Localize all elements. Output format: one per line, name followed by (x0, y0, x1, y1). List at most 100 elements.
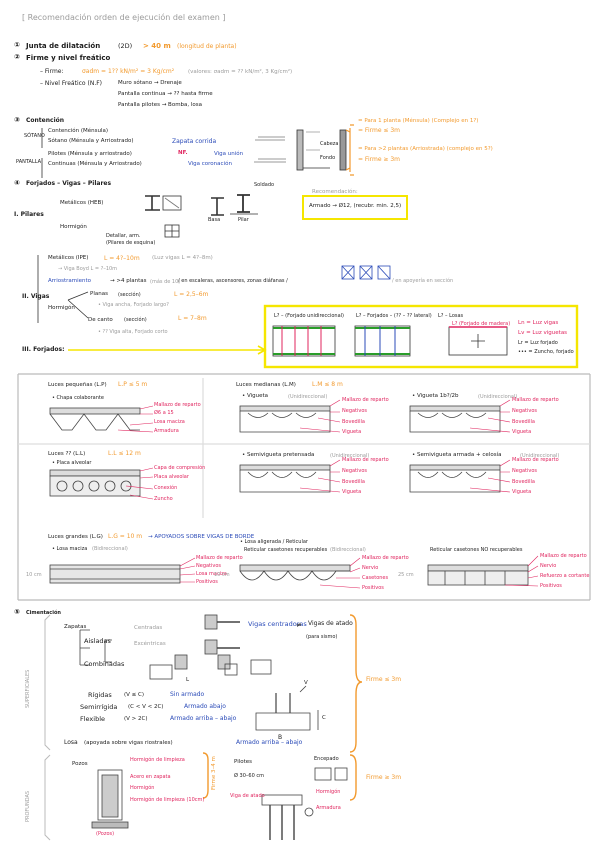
annotation-rr-casetones: Casetones (362, 575, 389, 581)
section1-2d: (2D) (118, 42, 133, 50)
arriostramiento-apoyo: / en apoyería en sección (392, 278, 454, 284)
arriostramiento: Arriostramiento (48, 278, 92, 284)
section6-title: Cimentación (26, 610, 61, 616)
section1-title: Junta de dilatación (26, 42, 101, 50)
legend-luz-vigas: Ln = Luz vigas (518, 320, 559, 326)
forjado-label-4: L? (Forjado de madera) (452, 321, 511, 327)
annotation-rn-cortante: Refuerzo a cortante (540, 573, 590, 579)
sotano-label: SÓTANO (24, 133, 45, 139)
rigidas-cond: (V ≤ C) (124, 692, 144, 698)
annotation-zuncho: Zuncho (154, 496, 173, 502)
page-title: [ Recomendación orden de ejecución del e… (22, 13, 226, 22)
section1-number: ① (14, 41, 20, 49)
vigas-atado-note: (para sismo) (306, 634, 338, 640)
rule-1-firme: = Firme ≤ 3m (358, 127, 401, 134)
forjados-box (263, 304, 579, 369)
annotation-placa: Placa alveolar (154, 474, 189, 480)
losa-maciza-title: • Losa maciza (52, 546, 88, 552)
annotation-v2-negativos: Negativos (512, 408, 538, 414)
reticular-no-recuperable: Reticular casetones NO recuperables (430, 547, 523, 553)
dim-losa: 10 cm (26, 572, 42, 578)
annotation-capa: Capa de compresión (154, 465, 206, 471)
annotation-sa-vigueta: Vigueta (512, 489, 532, 495)
pilotes-diametro: Ø 30–60 cm (234, 773, 264, 779)
arriostramiento-rule: → >4 plantas (110, 278, 147, 284)
forjado-label-3: L? – Losas (438, 313, 464, 319)
aisladas-label: Aisladas (84, 637, 111, 645)
annotation-armadura: Armadura (154, 428, 179, 434)
vigas-canto-note: • ?? Viga alta, Forjado corto (98, 329, 168, 335)
annotation-lm-positivos: Positivos (196, 579, 218, 585)
annotation-rn-nervio: Nervio (540, 563, 557, 569)
zapata-corrida: Zapata corrida (172, 138, 217, 145)
section3-title: Contención (26, 117, 65, 124)
legend-zuncho: ••• = Zuncho, forjado (518, 349, 574, 355)
centradas-label: Centradas (134, 625, 163, 631)
vigas-luz-note: (Luz vigas L = 4?–8m) (152, 255, 213, 261)
section2-number: ② (14, 53, 20, 61)
recommendation-title: Recomendación: (312, 189, 358, 195)
annotation-v1-mallazo: Mallazo de reparto (342, 397, 389, 403)
pilares-metalicos: Metálicos (HEB) (60, 200, 104, 206)
flexible-arm: Armado arriba – abajo (170, 715, 237, 722)
semirrigida-label: Semirrígida (80, 703, 118, 711)
section3-number: ③ (14, 116, 20, 124)
viga-coronacion: Viga coronación (188, 161, 232, 167)
pozos-firme: Firme 3–4 m (211, 756, 217, 790)
pilotes-type: Pilotes (Ménsula y arriostrado) (48, 151, 132, 157)
rule-2-firme: = Firme ≥ 3m (358, 156, 401, 163)
pozo-annotation-2: Acero en zapata (130, 774, 171, 780)
section1-value: > 40 m (143, 42, 171, 50)
vigueta-title: • Vigueta (242, 393, 269, 399)
section1-note: (longitud de planta) (177, 43, 237, 50)
nf-marker: NF. (178, 150, 188, 156)
vigas-canto: De canto (88, 317, 113, 323)
annotation-sp-vigueta: Vigueta (342, 489, 362, 495)
nf-option-3: Pantalla pilotes → Bomba, losa (118, 102, 203, 108)
annotation-v1-bovedilla: Bovedilla (342, 419, 365, 425)
viga-boyd: → Viga Boyd L = ?–10m (58, 266, 118, 272)
rigidez-v: V (304, 680, 308, 686)
rule-2-plantas: = Para >2 plantas (Arriostrada) (complej… (358, 146, 493, 152)
label-basa: Basa (208, 217, 221, 223)
annotation-v1-negativos: Negativos (342, 408, 368, 414)
pozo-annotation-1: Hormigón de limpieza (130, 757, 185, 763)
pilares-title: I. Pilares (14, 211, 44, 218)
annotation-sa-bovedilla: Bovedilla (512, 479, 535, 485)
excentricas-label: Excéntricas (134, 641, 166, 647)
contencion-dim-1: Cabeza (320, 141, 339, 147)
semirrigida-arm: Armado abajo (184, 703, 226, 710)
vigas-planas-luz: L = 2,5–6m (174, 291, 209, 298)
chapa-colaborante: • Chapa colaborante (52, 395, 104, 401)
annotation-diametro: Ø6 a 15 (154, 410, 174, 416)
legend-luz-forjado: Lr = Luz forjado (518, 340, 558, 346)
vigas-metalicas-luz: L = 4?–10m (104, 255, 140, 262)
sotano-type: Sótano (Ménsula y Arriostrado) (48, 138, 134, 144)
contencion-dim-2: Fondo (320, 155, 336, 161)
rule-1-planta: = Para 1 planta (Ménsula) (Complejo en 1… (358, 118, 479, 124)
pilote-annotation-1: Encepado (314, 756, 339, 762)
vigas-canto-luz: L = 7–8m (178, 315, 207, 322)
losa-label: Losa (64, 739, 78, 746)
annotation-v2-mallazo: Mallazo de reparto (512, 397, 559, 403)
vigas-title: II. Vigas (22, 293, 50, 300)
nf-option-2: Pantalla continua → ?? hasta firme (118, 91, 213, 97)
pilotes-label: Pilotes (234, 759, 253, 765)
firme-value: σadm = 1?? kN/m² = 3 Kg/cm² (82, 68, 175, 75)
luces-l3-title: Luces ?? (L.L) (48, 451, 86, 457)
vigas-metalicas: Metálicos (IPE) (48, 255, 89, 261)
semivigueta-armada-type: (Unidireccional) (520, 453, 560, 459)
section6-number: ⑤ (14, 608, 20, 616)
arriostramiento-zones: / en escaleras, ascensores, zonas diáfan… (178, 278, 288, 284)
luces-medianas-value: L.M ≤ 8 m (312, 381, 343, 388)
annotation-v2-vigueta: Vigueta (512, 429, 532, 435)
vigueta2-title: • Vigueta 1b?/2b (412, 393, 459, 399)
reticular-type: (Bidireccional) (330, 547, 366, 553)
pozos-label: Pozos (72, 761, 88, 767)
label-pilar: Pilar (238, 217, 249, 223)
vigas-planas: Planas (90, 291, 108, 297)
profundas-label: PROFUNDAS (25, 790, 31, 822)
firme-label: – Firme: (40, 68, 64, 75)
semivigueta-armada: • Semivigueta armada + celosía (412, 452, 502, 458)
